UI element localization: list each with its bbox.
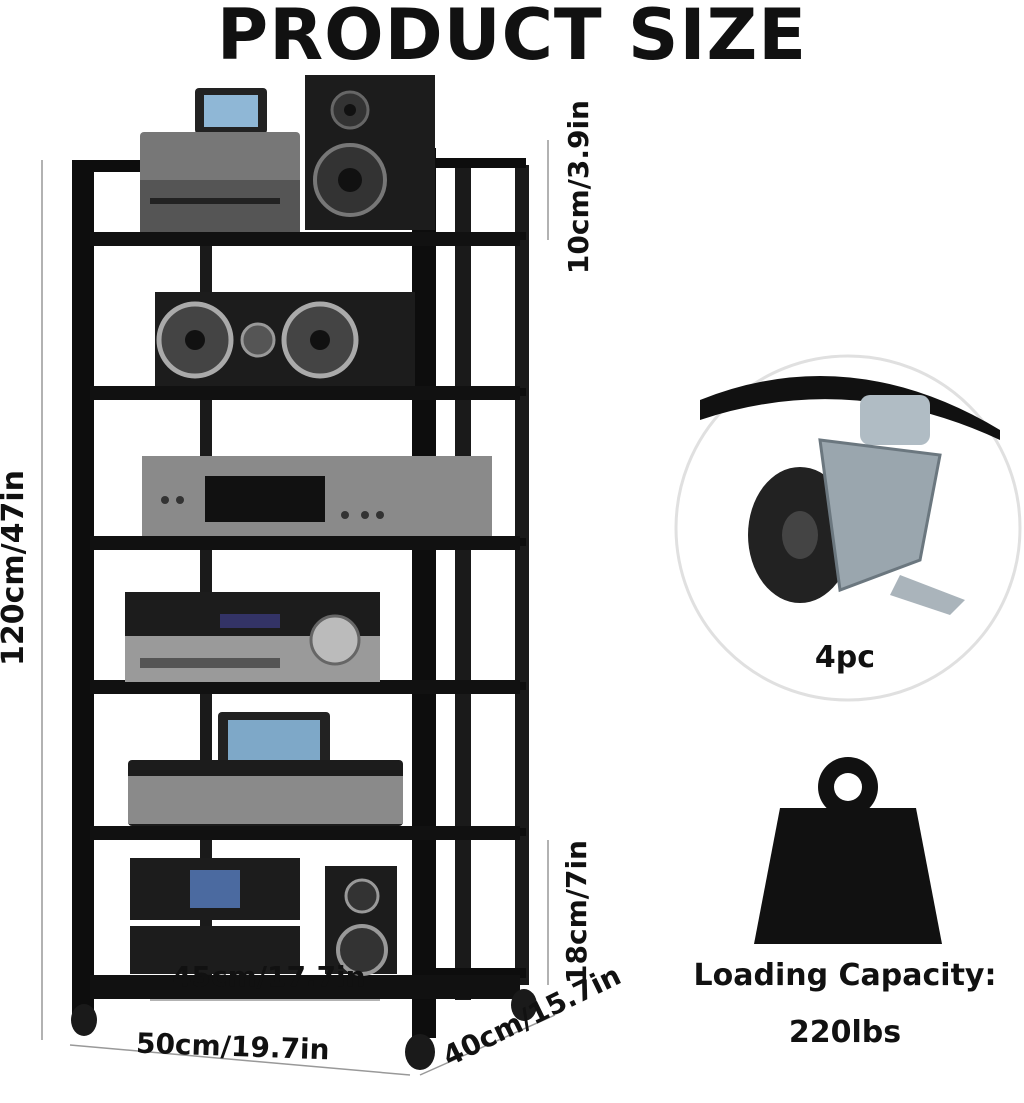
bottom-gap-dimension-label: 18cm/7in	[560, 840, 593, 984]
audio-devices	[125, 75, 492, 976]
caster-count-label: 4pc	[814, 640, 876, 675]
dimension-lines	[41, 140, 556, 1076]
width-dimension-label: 50cm/19.7in	[135, 1026, 331, 1067]
capacity-label: Loading Capacity:	[693, 958, 997, 993]
inner-width-dimension-label: 45cm/17.7in	[172, 960, 366, 993]
capacity-value: 220lbs	[788, 1015, 902, 1050]
caster-wheel-icon	[674, 354, 1022, 702]
height-dimension-label: 120cm/47in	[0, 470, 31, 667]
page-title: PRODUCT SIZE	[216, 0, 808, 76]
weight-icon	[754, 757, 942, 944]
top-gap-dimension-label: 10cm/3.9in	[562, 100, 595, 275]
